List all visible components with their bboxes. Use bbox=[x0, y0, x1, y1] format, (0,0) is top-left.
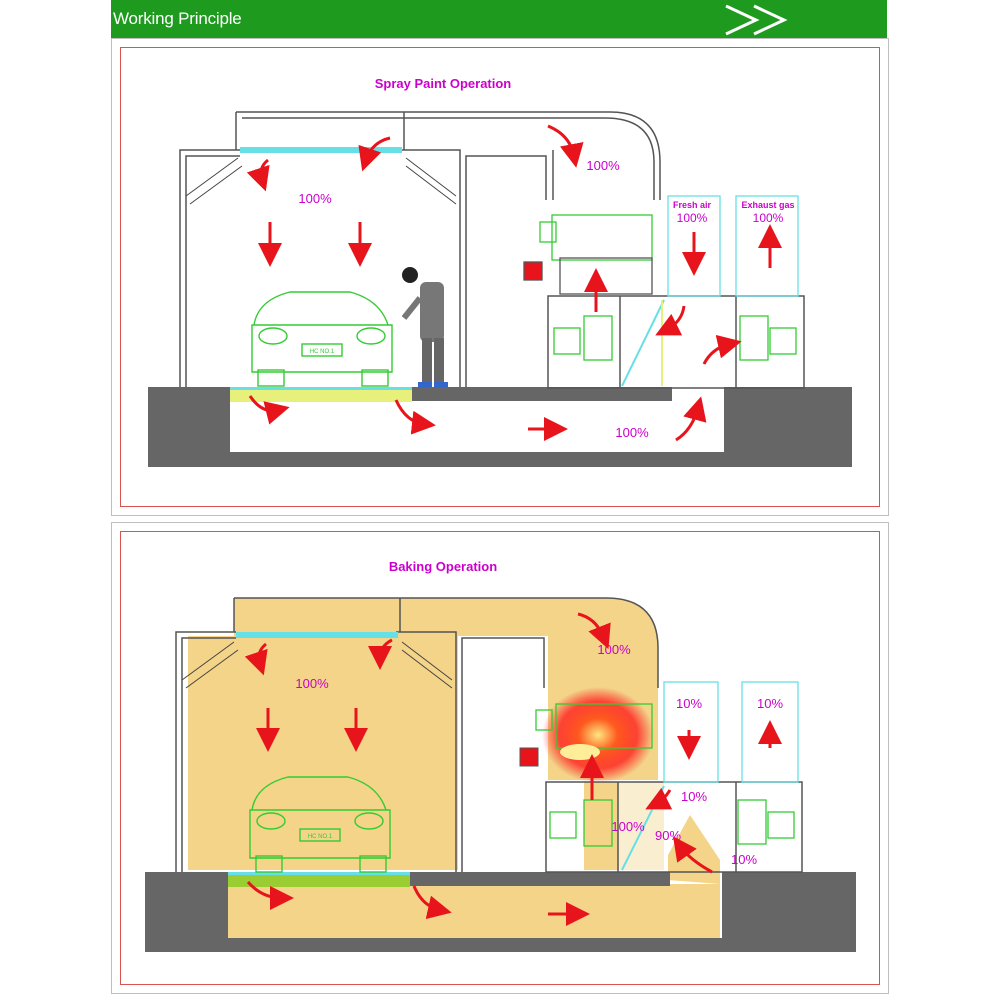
spray-floor-air-pct: 100% bbox=[615, 425, 649, 440]
baking-exhaust-pct: 10% bbox=[757, 696, 783, 711]
baking-filter-slats bbox=[181, 641, 453, 689]
spray-filter-slats bbox=[185, 157, 457, 205]
baking-floor-grate bbox=[228, 872, 410, 887]
baking-fan-left bbox=[549, 799, 613, 847]
baking-heater bbox=[519, 687, 654, 783]
baking-booth bbox=[175, 597, 803, 873]
baking-fan-right bbox=[737, 799, 795, 845]
spray-exhaust-label: Exhaust gas bbox=[741, 200, 794, 210]
spray-exhaust-pct: 100% bbox=[753, 211, 784, 225]
baking-ceiling-filter bbox=[236, 632, 398, 638]
spray-floor-grate bbox=[230, 387, 412, 402]
spray-painter bbox=[401, 267, 448, 387]
baking-return-pct: 90% bbox=[655, 828, 681, 843]
baking-duct-air-pct: 100% bbox=[597, 642, 631, 657]
baking-fan-pct: 100% bbox=[611, 819, 645, 834]
spray-fan-left bbox=[553, 315, 613, 361]
baking-plate-text: HC NO.1 bbox=[308, 834, 333, 840]
spray-duct-air-pct: 100% bbox=[586, 158, 620, 173]
spray-fresh-air-label: Fresh air bbox=[673, 200, 712, 210]
chevron-right-icon bbox=[725, 4, 788, 36]
spray-fan-right bbox=[739, 315, 797, 361]
spray-airflow-arrows bbox=[246, 124, 782, 442]
baking-car bbox=[249, 776, 391, 873]
baking-airflow-arrows bbox=[244, 612, 782, 926]
spray-heater bbox=[523, 214, 653, 295]
baking-fresh-pct: 10% bbox=[676, 696, 702, 711]
spray-fresh-air-pct: 100% bbox=[677, 211, 708, 225]
baking-air-boxes bbox=[663, 681, 799, 783]
spray-air-boxes bbox=[667, 195, 799, 297]
baking-floor bbox=[145, 872, 856, 952]
spray-car bbox=[251, 291, 393, 387]
spray-floor bbox=[148, 387, 852, 467]
baking-intake-pct: 10% bbox=[681, 789, 707, 804]
page-title: Working Principle bbox=[113, 9, 242, 28]
spray-damper bbox=[621, 299, 665, 387]
baking-out-pct: 10% bbox=[731, 852, 757, 867]
spray-booth bbox=[179, 111, 805, 389]
spray-ceiling-filter bbox=[240, 147, 402, 153]
baking-booth-air-pct: 100% bbox=[295, 676, 329, 691]
spray-title: Spray Paint Operation bbox=[375, 76, 512, 91]
baking-title: Baking Operation bbox=[389, 559, 497, 574]
spray-plate-text: HC NO.1 bbox=[310, 349, 335, 355]
spray-booth-air-pct: 100% bbox=[298, 191, 332, 206]
